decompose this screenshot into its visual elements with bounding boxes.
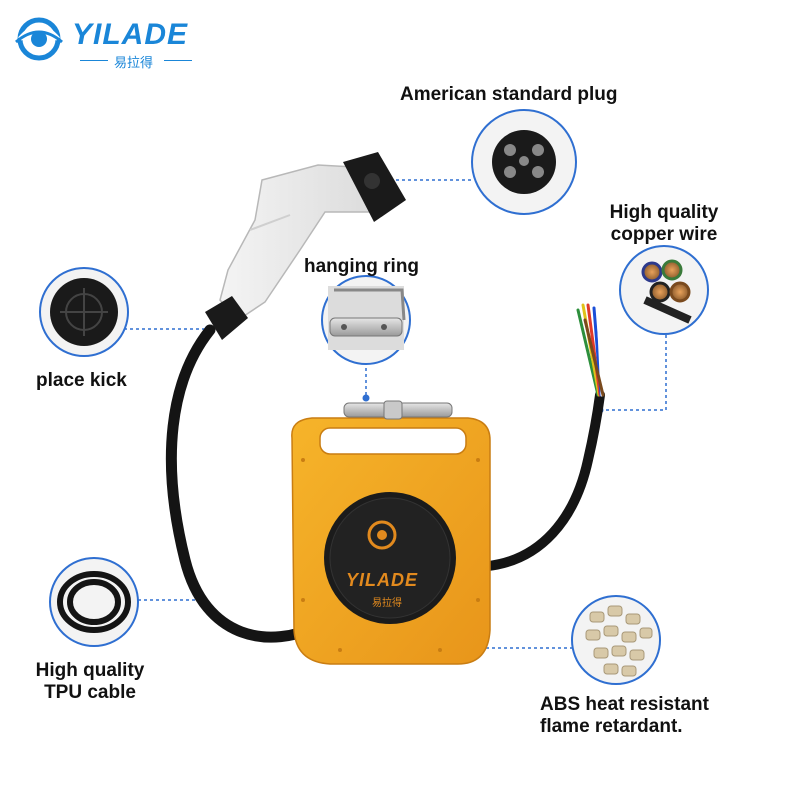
label-copper-wire: High quality copper wire: [604, 202, 724, 246]
place-kick-detail-icon: [39, 267, 129, 357]
leader-copper: [600, 332, 667, 411]
label-tpu-cable-line2: TPU cable: [44, 682, 136, 703]
brand-logo: YILADE 易拉得: [14, 14, 204, 70]
brand-name: YILADE: [72, 18, 189, 51]
plug-detail-icon: [471, 109, 577, 215]
case-brand-name: YILADE: [346, 570, 419, 590]
tpu-cable-detail-icon: [49, 557, 139, 647]
input-cable: [483, 390, 605, 571]
label-place-kick: place kick: [36, 370, 127, 391]
copper-wire-detail-icon: [619, 245, 709, 335]
brand-rule-right: [164, 60, 192, 61]
hanging-ring-bar: [343, 400, 453, 420]
label-copper-wire-line1: High quality: [609, 202, 719, 223]
hanging-ring-detail-icon: [321, 275, 411, 365]
label-tpu-cable-line1: High quality: [35, 660, 145, 681]
label-tpu-cable: High quality TPU cable: [24, 660, 156, 704]
brand-rule-left: [80, 60, 108, 61]
label-abs-line2: flame retardant.: [540, 716, 683, 737]
charging-cable: [165, 324, 326, 643]
label-abs: ABS heat resistant flame retardant.: [540, 694, 709, 738]
abs-pellets-detail-icon: [571, 595, 661, 685]
label-hanging-ring: hanging ring: [304, 256, 420, 277]
charging-plug: [205, 152, 406, 340]
case-brand-subtitle: 易拉得: [372, 598, 402, 609]
label-abs-line1: ABS heat resistant: [540, 694, 709, 715]
wire-ends: [576, 303, 605, 397]
label-copper-wire-line2: copper wire: [610, 224, 718, 245]
label-american-plug: American standard plug: [400, 84, 618, 105]
reel-case: [291, 417, 491, 665]
brand-subtitle: 易拉得: [114, 55, 154, 70]
yilade-logo-icon: [15, 17, 63, 61]
